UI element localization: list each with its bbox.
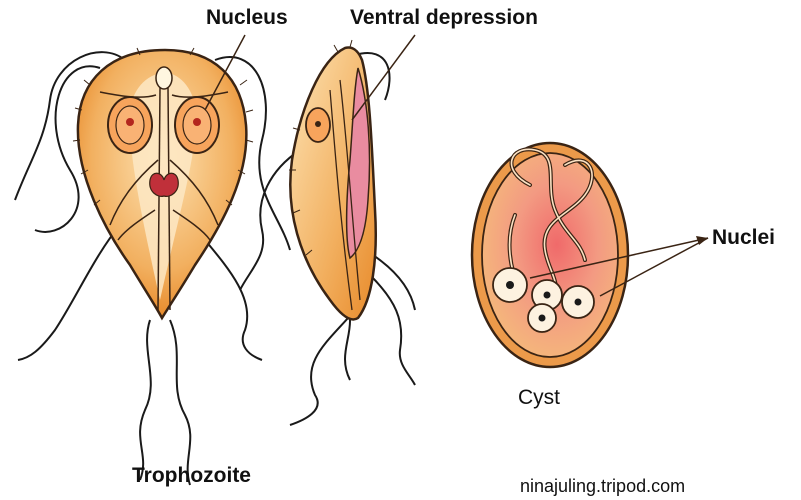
label-cyst: Cyst [518, 386, 560, 410]
basal-body [156, 67, 172, 89]
flagellum [205, 240, 262, 360]
cyst-nucleus-3 [562, 286, 594, 318]
label-nuclei: Nuclei [712, 226, 775, 250]
trophozoite-side [240, 40, 415, 425]
label-nucleus: Nucleus [206, 6, 288, 30]
cyst [472, 143, 628, 367]
watermark-url: ninajuling.tripod.com [520, 476, 685, 497]
nucleus-left [108, 97, 152, 153]
label-trophozoite: Trophozoite [132, 464, 251, 488]
cyst-nucleus-4 [528, 304, 556, 332]
flagellum [18, 225, 120, 360]
flagellum [170, 320, 190, 485]
cyst-nucleus-1 [493, 268, 527, 302]
flagellum [140, 320, 151, 480]
side-nucleus [306, 108, 330, 142]
label-ventral-depression: Ventral depression [350, 6, 538, 30]
nucleus-right [175, 97, 219, 153]
trophozoite-front [15, 48, 290, 485]
